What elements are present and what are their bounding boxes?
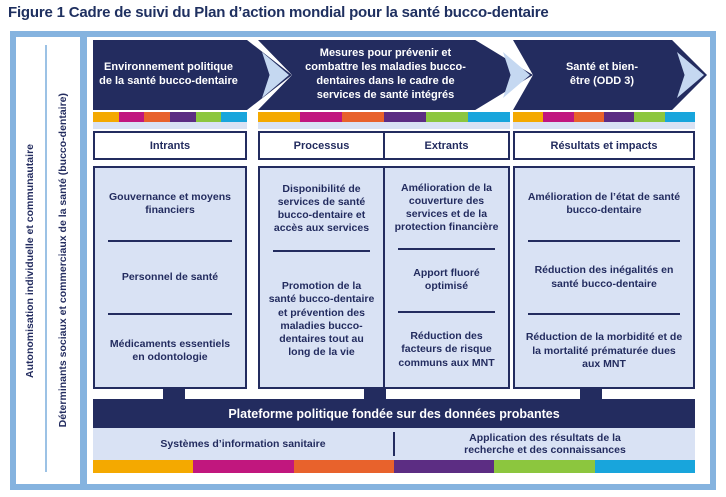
stripe-segment xyxy=(193,460,294,473)
stripe-segment xyxy=(603,112,635,122)
content-cell: Gouvernance et moyens financiers xyxy=(109,190,231,216)
stripe-segment xyxy=(664,112,695,122)
pale-band-col1 xyxy=(93,122,247,129)
subheader-processus-extrants: Processus Extrants xyxy=(258,131,510,160)
cell-divider xyxy=(528,239,680,242)
stripe-segment xyxy=(170,112,196,122)
content-cell: Promotion de la santé bucco-dentaire et … xyxy=(268,280,375,358)
header-arrow-health-wellbeing: Santé et bien-être (ODD 3) xyxy=(513,40,707,110)
cell-divider xyxy=(398,247,495,250)
subheader-label-processus: Processus xyxy=(293,139,350,152)
foundation-divider xyxy=(393,432,395,456)
stripe-segment xyxy=(195,112,222,122)
sidebar-lane-determinants: Déterminants sociaux et commerciaux de l… xyxy=(47,37,79,484)
stripe-segment xyxy=(93,112,119,122)
header-label: Environnement politique de la santé bucc… xyxy=(99,61,238,87)
content-box-resultats-impacts: Amélioration de l’état de santé bucco-de… xyxy=(513,166,695,389)
stripe-segment xyxy=(118,112,145,122)
stripe-segment xyxy=(384,112,426,122)
subcolumn-divider xyxy=(383,168,385,387)
subcolumn-extrants: Amélioration de la couverture des servic… xyxy=(385,168,508,387)
stripe-segment xyxy=(221,112,248,122)
subheader-intrants: Intrants xyxy=(93,131,247,160)
header-label: Santé et bien-être (ODD 3) xyxy=(565,61,639,87)
colour-stripe-col3 xyxy=(513,112,695,122)
stripe-segment xyxy=(594,460,695,473)
cell-divider xyxy=(108,239,232,242)
platform-bar: Plateforme politique fondée sur des donn… xyxy=(93,399,695,428)
sidebar-lane-divider xyxy=(45,45,47,472)
sidebar-label-empowerment: Autonomisation individuelle et communaut… xyxy=(24,143,36,378)
stripe-segment xyxy=(634,112,665,122)
stripe-segment xyxy=(573,112,604,122)
pale-band-col3 xyxy=(513,122,695,129)
sidebar-main-separator xyxy=(80,37,87,484)
stripe-segment xyxy=(543,112,574,122)
stripe-segment xyxy=(258,112,300,122)
content-cell: Médicaments essentiels en odontologie xyxy=(109,338,231,364)
connector-stub xyxy=(580,387,602,400)
content-cell: Amélioration de l’état de santé bucco-de… xyxy=(527,190,681,216)
stripe-segment xyxy=(393,460,495,473)
cell-divider xyxy=(398,311,495,313)
stripe-segment xyxy=(426,112,468,122)
content-cell: Réduction des facteurs de risque communs… xyxy=(398,330,495,369)
stripe-segment xyxy=(468,112,510,122)
header-arrow-policy-environment: Environnement politique de la santé bucc… xyxy=(93,40,292,110)
cell-divider xyxy=(108,313,232,316)
content-cell: Apport fluoré optimisé xyxy=(413,267,480,293)
content-box-intrants: Gouvernance et moyens financiers Personn… xyxy=(93,166,247,389)
sidebar-label-determinants: Déterminants sociaux et commerciaux de l… xyxy=(57,93,69,428)
stripe-segment xyxy=(93,460,194,473)
cell-divider xyxy=(528,313,680,316)
header-label: Mesures pour prévenir et combattre les m… xyxy=(305,47,466,101)
subheader-label-extrants: Extrants xyxy=(383,133,508,158)
subheader-label: Résultats et impacts xyxy=(550,139,658,152)
figure-title: Figure 1 Cadre de suivi du Plan d’action… xyxy=(8,4,549,21)
content-cell: Réduction des inégalités en santé bucco-… xyxy=(534,264,674,290)
stripe-segment xyxy=(300,112,342,122)
subcolumn-processus: Disponibilité de services de santé bucco… xyxy=(260,168,383,387)
stripe-segment xyxy=(342,112,384,122)
header-arrow-measures: Mesures pour prévenir et combattre les m… xyxy=(258,40,533,110)
colour-stripe-col2 xyxy=(258,112,510,122)
stripe-segment xyxy=(494,460,595,473)
sidebar-lane-empowerment: Autonomisation individuelle et communaut… xyxy=(15,37,45,484)
content-cell: Réduction de la morbidité et de la morta… xyxy=(525,331,683,370)
subheader-resultats-impacts: Résultats et impacts xyxy=(513,131,695,160)
content-cell: Amélioration de la couverture des servic… xyxy=(394,181,499,233)
pale-band-col2 xyxy=(258,122,510,129)
stripe-segment xyxy=(144,112,171,122)
cell-divider xyxy=(273,250,370,253)
foundation-row: Systèmes d’information sanitaire Applica… xyxy=(93,428,695,460)
content-cell: Personnel de santé xyxy=(121,270,219,283)
stripe-segment xyxy=(293,460,394,473)
content-cell: Disponibilité de services de santé bucco… xyxy=(273,182,370,235)
platform-label: Plateforme politique fondée sur des donn… xyxy=(228,406,560,421)
subheader-label: Intrants xyxy=(149,139,191,152)
stripe-segment xyxy=(513,112,544,122)
connector-stub xyxy=(364,387,386,400)
content-box-processus-extrants: Disponibilité de services de santé bucco… xyxy=(258,166,510,389)
foundation-right: Application des résultats de la recherch… xyxy=(395,428,695,460)
foundation-right-label: Application des résultats de la recherch… xyxy=(464,432,626,456)
foundation-left: Systèmes d’information sanitaire xyxy=(160,438,326,450)
colour-stripe-col1 xyxy=(93,112,248,122)
bottom-colour-stripe xyxy=(93,460,695,473)
connector-stub xyxy=(163,387,185,400)
